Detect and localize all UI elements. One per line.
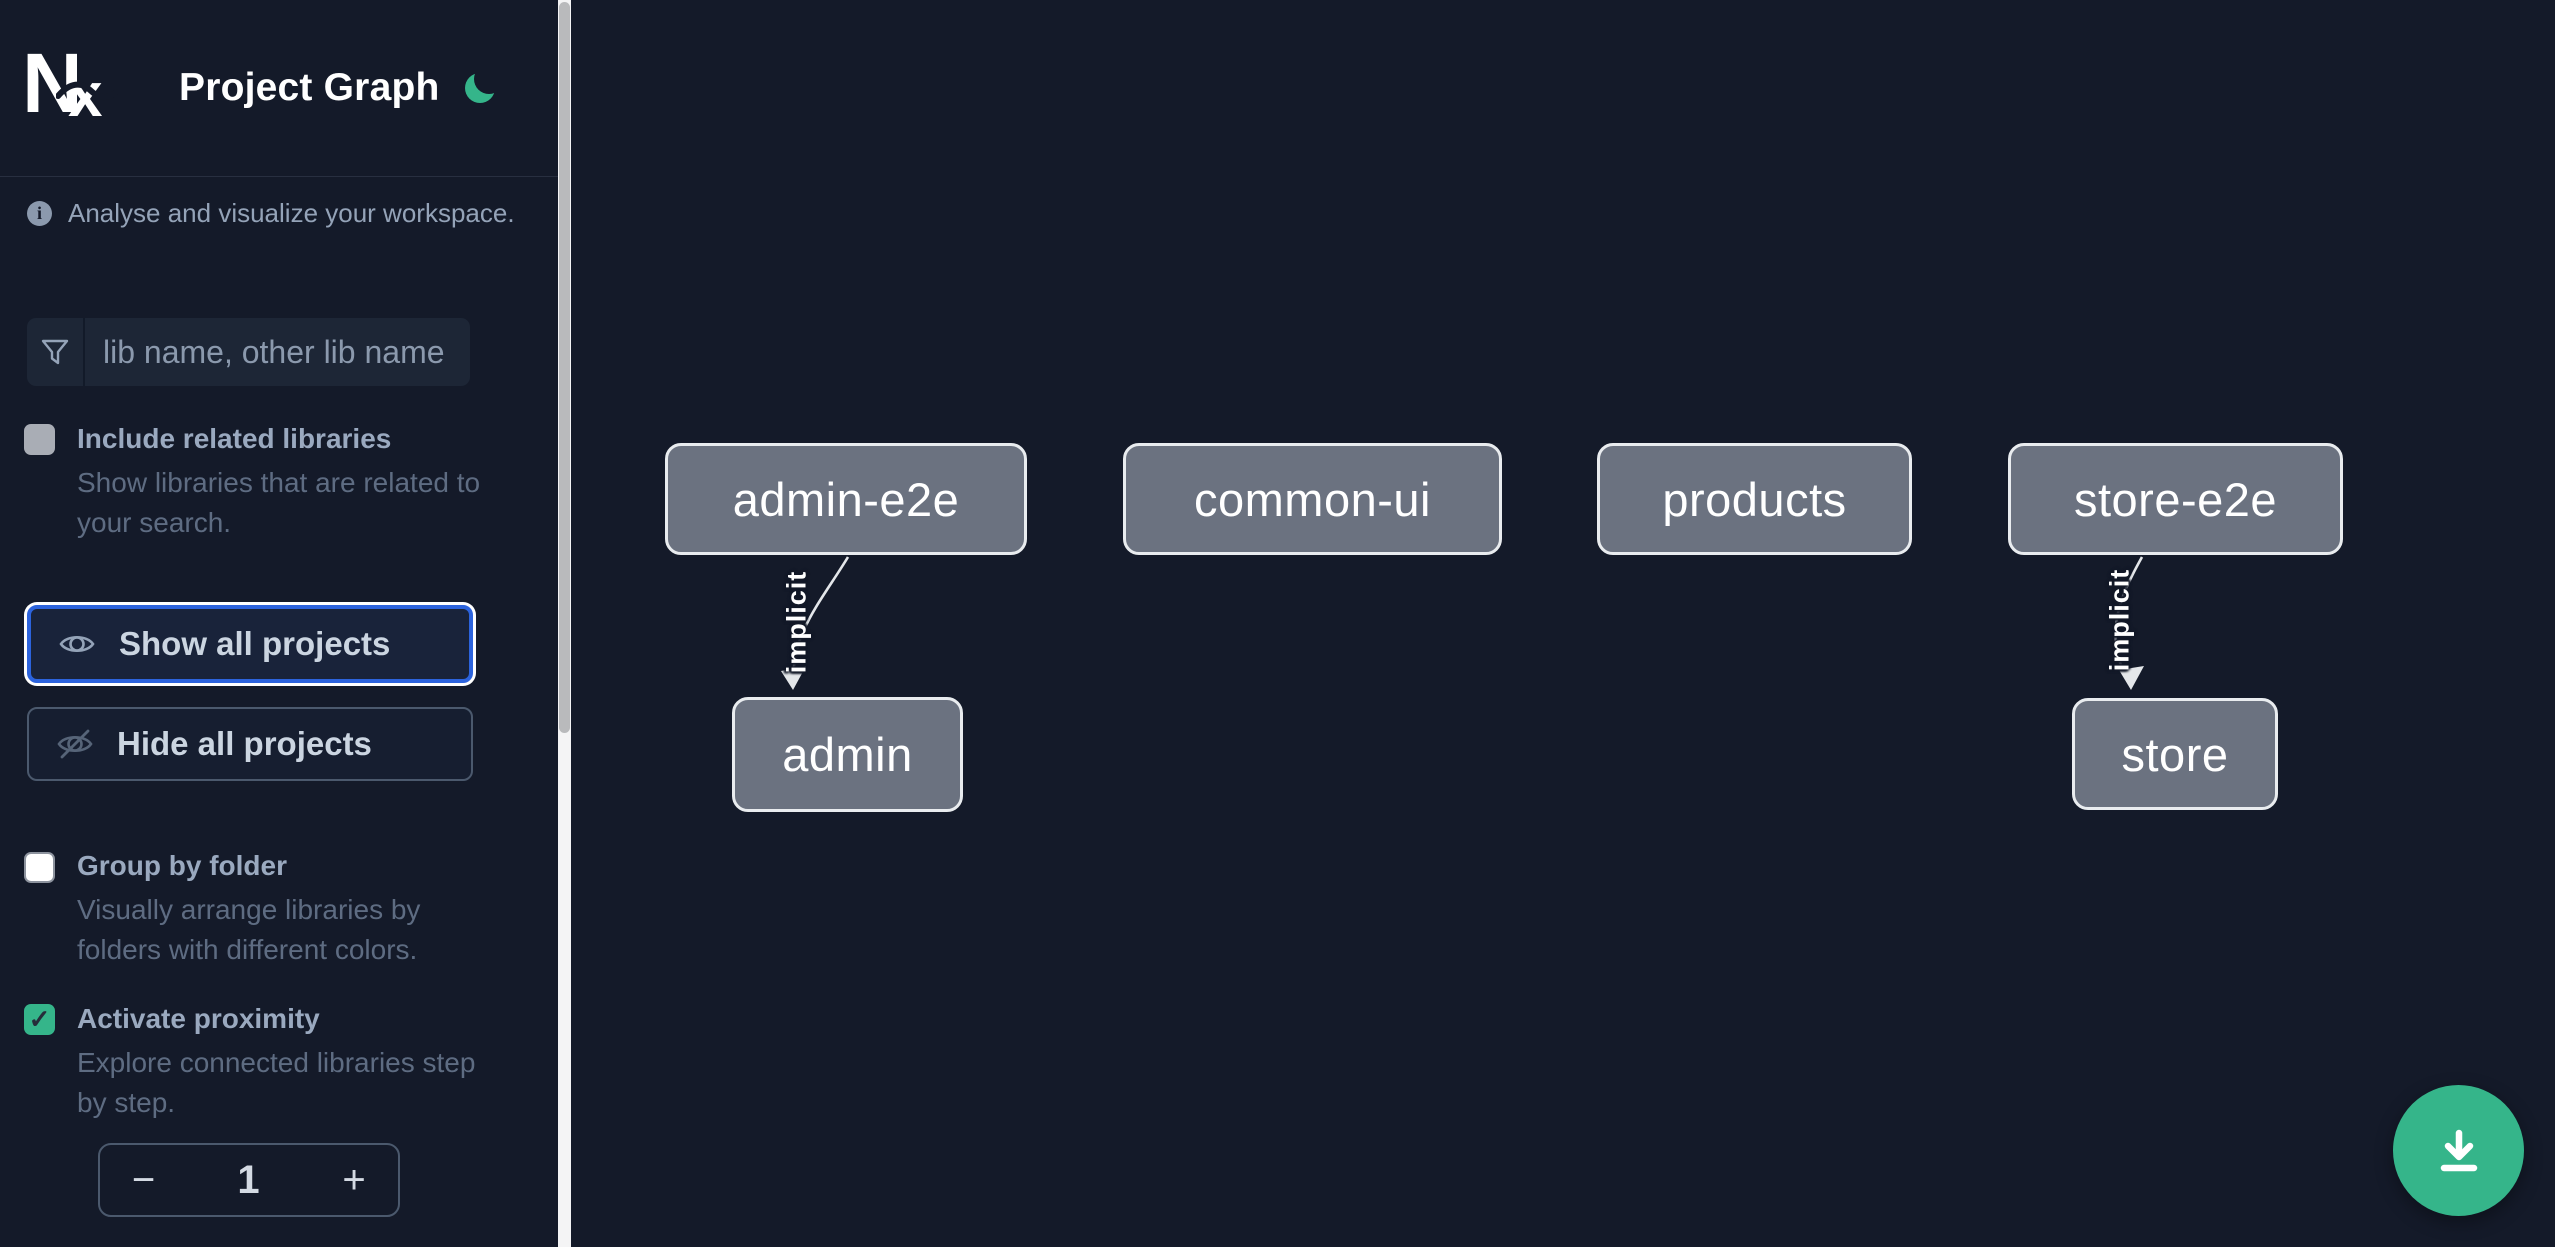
checkmark-icon: ✓ bbox=[28, 1004, 51, 1034]
option-description: Show libraries that are related to your … bbox=[77, 467, 481, 538]
option-activate-proximity[interactable]: ✓ Activate proximity Explore connected l… bbox=[24, 1002, 524, 1123]
graph-node-store[interactable]: store bbox=[2072, 698, 2278, 810]
moon-crescent bbox=[474, 64, 504, 94]
sidebar-scrollbar[interactable] bbox=[558, 0, 571, 1247]
page-title: Project Graph bbox=[179, 66, 440, 109]
search-input[interactable] bbox=[85, 318, 470, 386]
hide-all-projects-label: Hide all projects bbox=[117, 725, 372, 762]
increase-depth-button[interactable]: + bbox=[310, 1145, 398, 1215]
checkbox-activate-proximity[interactable]: ✓ bbox=[24, 1004, 55, 1035]
tagline-row: i Analyse and visualize your workspace. bbox=[27, 198, 527, 229]
show-all-projects-button[interactable]: Show all projects bbox=[27, 605, 473, 683]
sidebar: N x Project Graph i Analyse and visualiz… bbox=[0, 0, 558, 1247]
option-group-by-folder[interactable]: Group by folder Visually arrange librari… bbox=[24, 849, 524, 970]
download-graph-button[interactable] bbox=[2393, 1085, 2524, 1216]
graph-node-products[interactable]: products bbox=[1597, 443, 1912, 555]
hide-all-projects-button[interactable]: Hide all projects bbox=[27, 707, 473, 781]
download-icon bbox=[2440, 1129, 2477, 1171]
search-box bbox=[27, 318, 470, 386]
eye-off-icon bbox=[57, 729, 93, 759]
graph-node-common-ui[interactable]: common-ui bbox=[1123, 443, 1502, 555]
sidebar-scrollbar-thumb[interactable] bbox=[559, 2, 570, 733]
graph-node-store-e2e[interactable]: store-e2e bbox=[2008, 443, 2343, 555]
sidebar-header: N x Project Graph bbox=[0, 0, 558, 177]
depth-value: 1 bbox=[237, 1157, 260, 1202]
graph-node-admin[interactable]: admin bbox=[732, 697, 963, 812]
decrease-depth-button[interactable]: − bbox=[100, 1145, 187, 1215]
filter-funnel-icon bbox=[27, 318, 85, 386]
option-description: Explore connected libraries step by step… bbox=[77, 1047, 476, 1118]
graph-node-admin-e2e[interactable]: admin-e2e bbox=[665, 443, 1027, 555]
tagline-text: Analyse and visualize your workspace. bbox=[68, 198, 515, 228]
graph-canvas[interactable]: implicit implicit admin-e2e common-ui pr… bbox=[571, 0, 2555, 1247]
checkbox-group-by-folder[interactable] bbox=[24, 852, 55, 883]
nx-logo-swoosh bbox=[56, 81, 118, 100]
option-label: Include related libraries bbox=[77, 423, 392, 454]
option-label: Group by folder bbox=[77, 850, 287, 881]
show-all-projects-label: Show all projects bbox=[119, 625, 391, 662]
option-include-related-libraries[interactable]: Include related libraries Show libraries… bbox=[24, 422, 524, 543]
nx-logo[interactable]: N x bbox=[22, 41, 122, 127]
theme-toggle-moon-icon[interactable] bbox=[466, 64, 506, 104]
option-label: Activate proximity bbox=[77, 1003, 320, 1034]
edge-label-implicit: implicit bbox=[781, 570, 812, 674]
proximity-depth-stepper: − 1 + bbox=[98, 1143, 400, 1217]
info-icon: i bbox=[27, 201, 52, 226]
checkbox-include-related-libraries[interactable] bbox=[24, 424, 55, 455]
eye-icon bbox=[59, 635, 95, 653]
edge-label-implicit: implicit bbox=[2104, 568, 2135, 672]
option-description: Visually arrange libraries by folders wi… bbox=[77, 894, 421, 965]
